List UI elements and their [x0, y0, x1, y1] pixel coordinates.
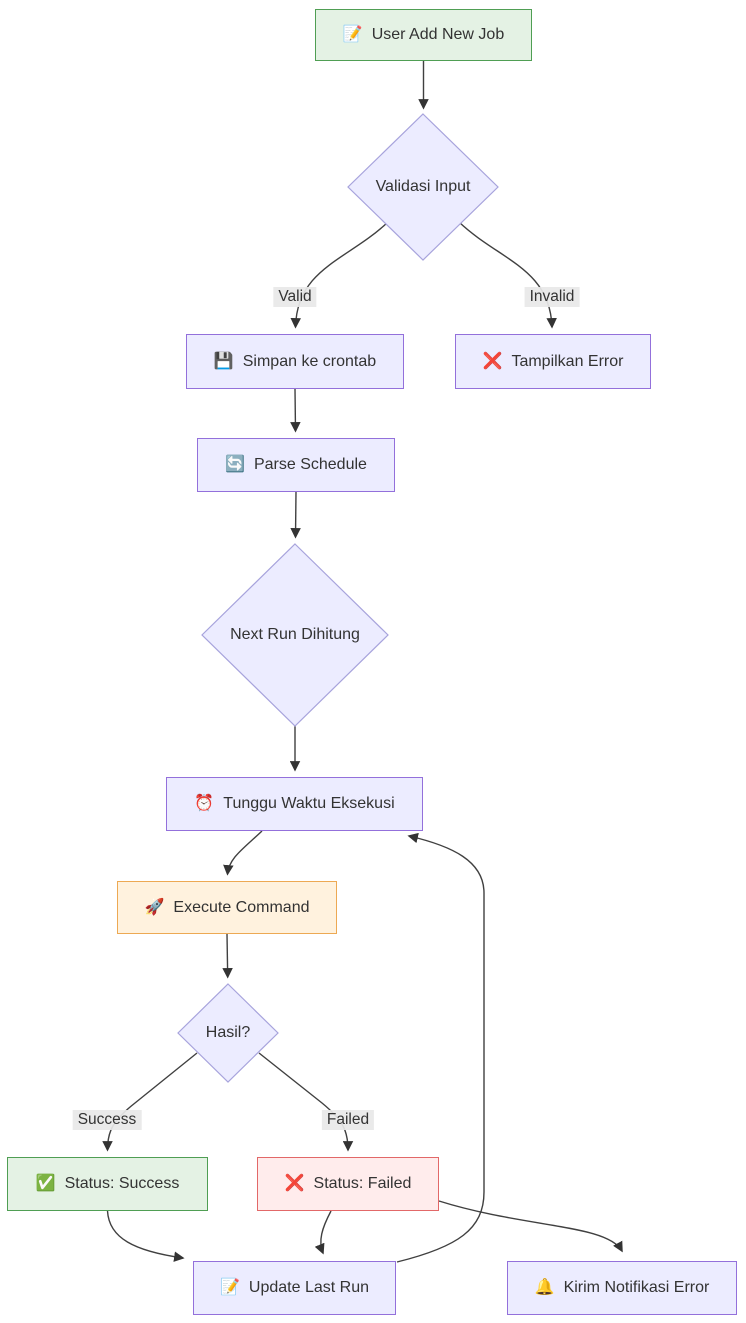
edge-label-valid: Valid [273, 287, 317, 307]
edge-tunggu-execute [223, 830, 263, 876]
edge-parse-nextrun [290, 491, 301, 539]
node-kirim-notifikasi-error: 🔔 Kirim Notifikasi Error [507, 1261, 737, 1315]
node-parse-schedule: 🔄 Parse Schedule [197, 438, 395, 492]
node-hasil-shape [177, 983, 279, 1083]
check-mark-icon: ✅ [35, 1175, 56, 1192]
node-label: Update Last Run [248, 1279, 369, 1296]
rocket-icon: 🚀 [144, 898, 165, 916]
edge-failed-update [314, 1210, 332, 1255]
cross-mark-icon: ❌ [284, 1175, 305, 1192]
node-label: Execute Command [173, 898, 310, 916]
edge-simpan-parse [290, 388, 301, 433]
node-update-last-run: 📝 Update Last Run [193, 1261, 396, 1315]
node-simpan-ke-crontab: 💾 Simpan ke crontab [186, 334, 404, 389]
edge-failed-kirim [438, 1200, 623, 1253]
edge-execute-hasil [222, 933, 233, 979]
edge-validasi-tampilkan [458, 221, 557, 329]
node-status-failed: ❌ Status: Failed [257, 1157, 439, 1211]
node-status-success: ✅ Status: Success [7, 1157, 208, 1211]
arrows-cycle-icon: 🔄 [225, 456, 245, 473]
node-next-run-dihitung-label: Next Run Dihitung [230, 626, 360, 643]
edge-label-invalid: Invalid [524, 287, 580, 307]
bell-icon: 🔔 [534, 1279, 555, 1296]
edge-label-success: Success [72, 1110, 142, 1130]
node-tunggu-waktu-eksekusi: ⏰ Tunggu Waktu Eksekusi [166, 777, 423, 831]
node-label: Status: Failed [313, 1175, 412, 1192]
edge-update-tunggu-loop [396, 832, 485, 1263]
node-execute-command: 🚀 Execute Command [117, 881, 337, 934]
edge-hasil-failed [258, 1052, 354, 1152]
node-label: Tampilkan Error [511, 352, 624, 370]
floppy-disk-icon: 💾 [213, 352, 234, 370]
node-next-run-dihitung-shape [201, 543, 389, 727]
alarm-clock-icon: ⏰ [194, 795, 215, 812]
edge-label-failed: Failed [321, 1110, 375, 1130]
node-label: User Add New Job [371, 26, 505, 43]
edge-success-update [106, 1210, 185, 1262]
edge-hasil-success [102, 1052, 198, 1152]
node-user-add-new-job: 📝 User Add New Job [315, 9, 532, 61]
node-hasil-label: Hasil? [205, 1024, 251, 1041]
node-label: Simpan ke crontab [242, 352, 377, 370]
node-tampilkan-error: ❌ Tampilkan Error [455, 334, 651, 389]
node-label: Parse Schedule [253, 456, 367, 473]
node-label: Status: Success [64, 1175, 180, 1192]
memo-icon: 📝 [342, 26, 363, 43]
cross-mark-icon: ❌ [482, 352, 503, 370]
node-validasi-input-shape [347, 113, 499, 261]
edge-validasi-simpan [290, 221, 389, 329]
node-label: Kirim Notifikasi Error [563, 1279, 710, 1296]
node-validasi-input-label: Validasi Input [375, 178, 471, 195]
node-label: Tunggu Waktu Eksekusi [223, 795, 395, 812]
memo-icon: 📝 [220, 1279, 240, 1296]
